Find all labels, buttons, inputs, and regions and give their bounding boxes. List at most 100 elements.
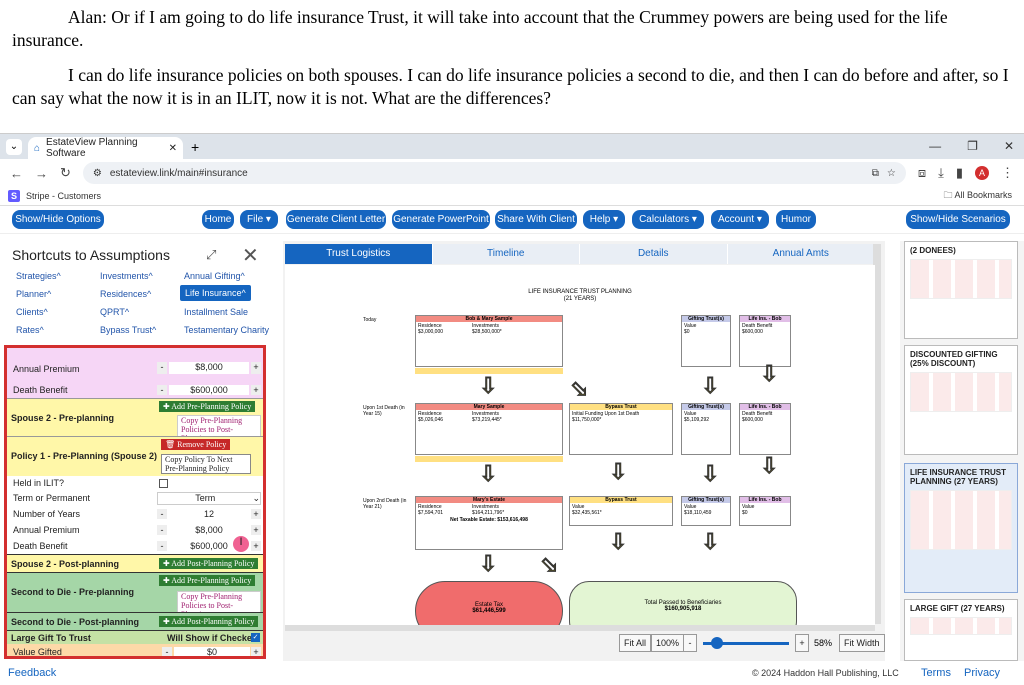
- download-icon[interactable]: ⤓: [938, 165, 944, 180]
- forward-icon[interactable]: →: [35, 165, 48, 181]
- shortcut-bypass-trust[interactable]: Bypass Trust^: [100, 325, 157, 335]
- show-hide-scenarios-button[interactable]: Show/Hide Scenarios: [906, 210, 1010, 229]
- scenario-card[interactable]: (2 DONEES): [904, 241, 1018, 339]
- increment-button[interactable]: +: [251, 362, 261, 374]
- annual-premium-input[interactable]: $8,000: [169, 362, 249, 374]
- will-show-checkbox[interactable]: ✓: [251, 633, 260, 642]
- value-gifted-input[interactable]: $0: [174, 647, 250, 656]
- fit-width-button[interactable]: Fit Width: [839, 634, 885, 652]
- expand-icon[interactable]: ⤢: [206, 247, 217, 262]
- account-menu-button[interactable]: Account ▾: [711, 210, 769, 229]
- scenario-card-selected[interactable]: LIFE INSURANCE TRUST PLANNING (27 YEARS): [904, 463, 1018, 593]
- decrement-button[interactable]: -: [157, 541, 167, 551]
- increment-button[interactable]: +: [251, 509, 261, 519]
- shortcuts-title: Shortcuts to Assumptions: [12, 247, 170, 263]
- restore-icon[interactable]: ❐: [967, 139, 978, 153]
- shortcut-testamentary-charity[interactable]: Testamentary Charity: [184, 325, 270, 335]
- shortcut-rates[interactable]: Rates^: [16, 325, 44, 335]
- tab-timeline[interactable]: Timeline: [432, 244, 580, 264]
- decrement-button[interactable]: -: [157, 509, 167, 519]
- calculators-menu-button[interactable]: Calculators ▾: [632, 210, 704, 229]
- annual-premium2-input[interactable]: $8,000: [195, 525, 223, 535]
- held-in-ilit-checkbox[interactable]: [159, 478, 168, 488]
- bookmark-star-icon[interactable]: ☆: [886, 167, 896, 179]
- tab-details[interactable]: Details: [580, 244, 728, 264]
- generate-powerpoint-button[interactable]: Generate PowerPoint: [392, 210, 490, 229]
- term-permanent-select[interactable]: Term⌄: [157, 491, 261, 505]
- shortcut-clients[interactable]: Clients^: [16, 307, 48, 317]
- decrement-button[interactable]: -: [157, 362, 167, 374]
- std-pre-section: Second to Die - Pre-planning ✚ Add Pre-P…: [7, 572, 263, 620]
- shortcut-strategies[interactable]: Strategies^: [16, 271, 61, 281]
- menu-icon[interactable]: ⋮: [1001, 165, 1014, 180]
- add-pre-planning-policy-button[interactable]: ✚ Add Pre-Planning Policy: [159, 575, 256, 586]
- text-cursor-icon: I: [233, 536, 249, 552]
- close-panel-icon[interactable]: ✕: [242, 245, 259, 267]
- bookmark-stripe[interactable]: Stripe - Customers: [26, 191, 102, 201]
- shortcut-investments[interactable]: Investments^: [100, 271, 153, 281]
- privacy-link[interactable]: Privacy: [964, 667, 1001, 679]
- zoom-slider-handle[interactable]: [711, 637, 723, 649]
- humor-button[interactable]: Humor: [776, 210, 816, 229]
- add-post-planning-policy-button[interactable]: ✚ Add Post-Planning Policy: [159, 616, 259, 627]
- add-pre-planning-policy-button[interactable]: ✚ Add Pre-Planning Policy: [159, 401, 256, 412]
- shortcut-qprt[interactable]: QPRT^: [100, 307, 130, 317]
- new-tab-icon[interactable]: +: [191, 138, 200, 155]
- home-button[interactable]: Home: [202, 210, 234, 229]
- copy-policy-to-next-button[interactable]: Copy Policy To Next Pre-Planning Policy: [161, 454, 251, 474]
- shortcut-residences[interactable]: Residences^: [100, 289, 152, 299]
- zoom-out-button[interactable]: -: [683, 634, 697, 652]
- minimize-icon[interactable]: —: [929, 139, 942, 153]
- bookmarks-bar: S Stripe - Customers 🗀 All Bookmarks: [0, 187, 1024, 206]
- increment-button[interactable]: +: [251, 541, 261, 551]
- browser-tab[interactable]: ⌂ EstateView Planning Software ✕: [28, 137, 183, 159]
- close-window-icon[interactable]: ✕: [1003, 139, 1014, 153]
- close-tab-icon[interactable]: ✕: [168, 142, 177, 154]
- feedback-link[interactable]: Feedback: [8, 667, 57, 679]
- scenario-thumbnail: [910, 617, 1012, 635]
- share-with-client-button[interactable]: Share With Client: [495, 210, 577, 229]
- tab-trust-logistics[interactable]: Trust Logistics: [285, 244, 433, 264]
- add-post-planning-policy-button[interactable]: ✚ Add Post-Planning Policy: [159, 558, 259, 569]
- generate-client-letter-button[interactable]: Generate Client Letter: [286, 210, 386, 229]
- file-menu-button[interactable]: File ▾: [240, 210, 278, 229]
- help-menu-button[interactable]: Help ▾: [583, 210, 625, 229]
- increment-button[interactable]: +: [251, 385, 261, 395]
- plus-icon: ✚: [163, 617, 172, 626]
- terms-link[interactable]: Terms: [921, 667, 951, 679]
- death-benefit-input[interactable]: $600,000: [169, 385, 249, 395]
- remove-policy-button[interactable]: 🗑 Remove Policy: [161, 439, 231, 450]
- profile-avatar[interactable]: A: [975, 166, 989, 180]
- horizontal-scrollbar[interactable]: [285, 625, 875, 631]
- tab-list-button[interactable]: ⌄: [6, 138, 22, 155]
- url-field[interactable]: ⚙ estateview.link/main#insurance ⧉ ☆: [82, 162, 906, 184]
- zoom-100-button[interactable]: 100%: [651, 634, 685, 652]
- increment-button[interactable]: +: [251, 647, 261, 656]
- death-benefit2-input[interactable]: $600,000: [190, 541, 228, 551]
- shortcut-installment-sale[interactable]: Installment Sale: [184, 307, 249, 317]
- shortcut-planner[interactable]: Planner^: [16, 289, 52, 299]
- back-icon[interactable]: ←: [10, 165, 23, 181]
- zoom-in-button[interactable]: +: [795, 634, 809, 652]
- all-bookmarks[interactable]: 🗀 All Bookmarks: [943, 190, 1012, 200]
- center-scrollbar[interactable]: [873, 244, 881, 624]
- zoom-slider[interactable]: [703, 642, 789, 645]
- increment-button[interactable]: +: [251, 525, 261, 535]
- number-of-years-input[interactable]: 12: [203, 509, 214, 519]
- show-hide-options-button[interactable]: Show/Hide Options: [12, 210, 104, 229]
- decrement-button[interactable]: -: [162, 647, 172, 656]
- reload-icon[interactable]: ↻: [60, 165, 71, 180]
- box-gifting-trust-3: Gifting Trust(s) Value$18,110,459: [681, 496, 731, 526]
- decrement-button[interactable]: -: [157, 525, 167, 535]
- scenario-card[interactable]: LARGE GIFT (27 YEARS): [904, 599, 1018, 661]
- shortcut-life-insurance[interactable]: Life Insurance^: [180, 285, 251, 301]
- open-in-app-icon[interactable]: ⧉: [871, 167, 879, 179]
- scenario-card[interactable]: DISCOUNTED GIFTING (25% DISCOUNT): [904, 345, 1018, 455]
- decrement-button[interactable]: -: [157, 385, 167, 395]
- extensions-icon[interactable]: ⧈: [917, 165, 927, 180]
- site-info-icon[interactable]: ⚙: [92, 167, 102, 179]
- shortcut-annual-gifting[interactable]: Annual Gifting^: [184, 271, 245, 281]
- tab-annual-amts[interactable]: Annual Amts: [727, 244, 875, 264]
- sidepanel-icon[interactable]: ▮: [955, 165, 963, 180]
- fit-all-button[interactable]: Fit All: [619, 634, 652, 652]
